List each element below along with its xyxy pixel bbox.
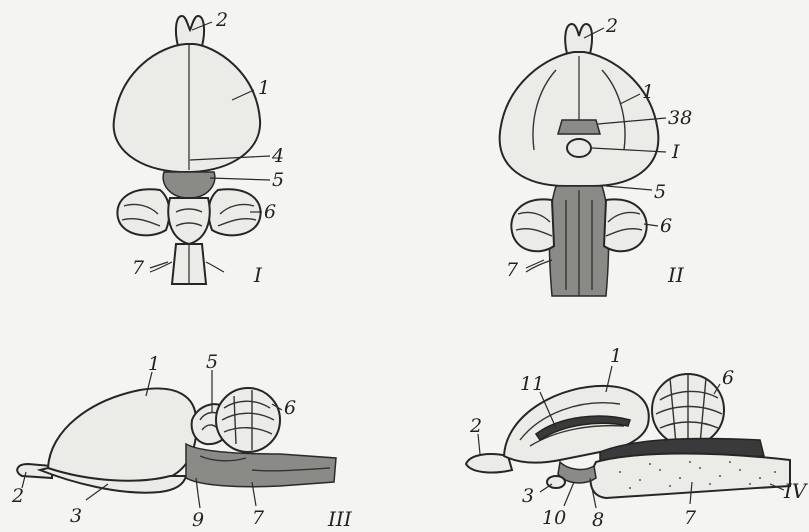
- panel-iii-label-6: 6: [284, 397, 296, 419]
- panel-ii-label-2: 2: [605, 15, 618, 37]
- panel-iv-drawing: [466, 374, 790, 498]
- panel-ii-label-1: 1: [642, 81, 654, 103]
- panel-iii-label-1: 1: [148, 353, 160, 375]
- panel-iv-label-11: 11: [520, 373, 544, 395]
- panel-i-roman-label: I: [253, 263, 263, 287]
- panel-iv-label-8: 8: [592, 509, 604, 531]
- midbrain: [163, 172, 215, 198]
- panel-iii-roman-label: III: [327, 507, 353, 531]
- panel-iv-label-6: 6: [722, 367, 734, 389]
- panel-ii-label-7: 7: [506, 259, 519, 281]
- panel-iii-label-3: 3: [70, 505, 82, 527]
- cerebellum: [216, 388, 280, 452]
- olfactory-bulb: [176, 16, 204, 46]
- panel-iv-roman-label: IV: [783, 479, 809, 503]
- panel-ii-label-roman-i: I: [671, 141, 680, 163]
- panel-i-label-1: 1: [258, 77, 270, 99]
- panel-iii-label-2: 2: [11, 485, 24, 507]
- panel-i: 2 1 4 5 6 7 I: [114, 9, 284, 287]
- panel-ii-label-6: 6: [660, 215, 672, 237]
- panel-iii-label-9: 9: [192, 509, 204, 531]
- cerebellum-right: [604, 199, 647, 251]
- optic-chiasm: [558, 120, 600, 134]
- brainstem-section: [591, 454, 790, 499]
- brainstem: [186, 444, 336, 487]
- panel-ii-roman-label: II: [667, 263, 685, 287]
- cerebral-hemispheres: [114, 44, 260, 172]
- cerebellum-left: [511, 199, 554, 251]
- cerebral-hemisphere: [48, 388, 196, 481]
- panel-iv-label-10: 10: [542, 507, 566, 529]
- panel-iv: 1 6 11 2 3 10 8 7 IV: [466, 345, 809, 531]
- hypophysis: [567, 139, 591, 157]
- vermis: [168, 198, 209, 244]
- panel-i-label-4: 4: [271, 145, 284, 167]
- panel-iii-label-5: 5: [206, 351, 218, 373]
- cerebellum-left: [117, 189, 169, 235]
- panel-ii-label-5: 5: [654, 181, 666, 203]
- panel-iv-label-7: 7: [684, 507, 697, 529]
- panel-iv-label-3: 3: [522, 485, 534, 507]
- panel-ii-drawing: [500, 24, 659, 296]
- panel-i-drawing: [114, 16, 261, 284]
- panel-ii: 2 1 38 I 5 6 7 II: [500, 15, 693, 296]
- panel-iii: 1 5 6 2 3 9 7 III: [11, 351, 353, 531]
- panel-ii-label-38: 38: [668, 107, 692, 129]
- panel-i-label-7: 7: [132, 257, 145, 279]
- olfactory-bulb: [565, 24, 592, 54]
- panel-iii-label-7: 7: [252, 507, 265, 529]
- panel-iv-label-1: 1: [610, 345, 622, 367]
- panel-i-label-2: 2: [215, 9, 228, 31]
- panel-i-label-5: 5: [272, 169, 284, 191]
- panel-iv-label-2: 2: [469, 415, 482, 437]
- panel-i-label-6: 6: [264, 201, 276, 223]
